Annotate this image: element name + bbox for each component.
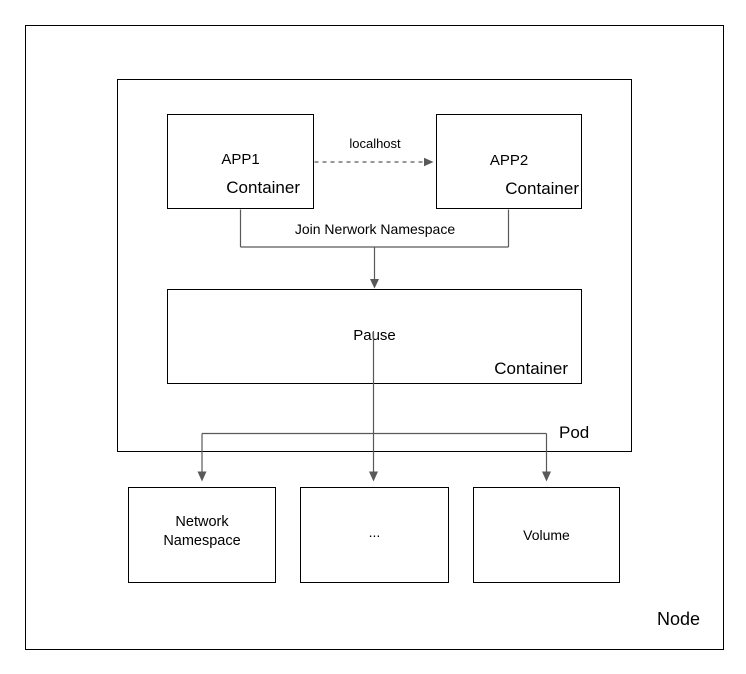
app1-container-label: Container xyxy=(226,178,300,197)
pause-container-box xyxy=(167,289,582,384)
app1-container-box xyxy=(167,114,314,209)
pause-title: Pause xyxy=(353,327,396,344)
other-resources-label: ... xyxy=(368,524,381,540)
app1-title: APP1 xyxy=(221,151,260,168)
volume-box xyxy=(473,487,620,583)
pod-box xyxy=(117,79,632,452)
app2-title: APP2 xyxy=(489,152,529,169)
volume-label: Volume xyxy=(523,527,570,543)
pause-container-label: Container xyxy=(494,359,568,378)
app2-container-label: Container xyxy=(505,179,579,198)
node-box xyxy=(25,25,724,650)
other-resources-box xyxy=(300,487,449,583)
node-label: Node xyxy=(657,609,701,629)
app2-container-box xyxy=(436,114,582,209)
network-namespace-label: Network Namespace xyxy=(163,514,241,549)
join-network-namespace-label: Join Nerwork Namespace xyxy=(294,221,456,237)
network-namespace-box xyxy=(128,487,276,583)
localhost-label: localhost xyxy=(349,136,401,151)
pod-label: Pod xyxy=(559,423,590,442)
